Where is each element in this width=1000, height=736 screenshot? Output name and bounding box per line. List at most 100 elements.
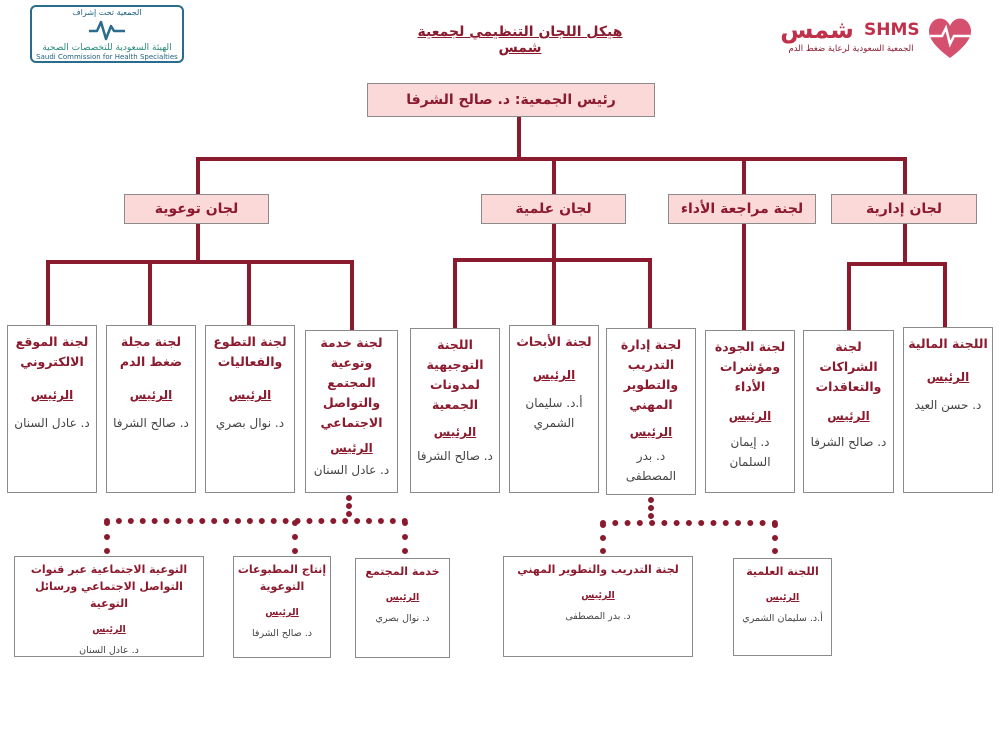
subcommittee-name: لجنة التدريب والتطوير المهني [517, 563, 679, 576]
dotted-connector [104, 518, 408, 524]
connector [517, 117, 521, 159]
connector [46, 260, 50, 325]
subcommittee-head-label: الرئيس [385, 592, 420, 603]
connector [453, 258, 457, 328]
connector [552, 258, 556, 325]
logo-right-latin: SHMS [864, 20, 920, 40]
committee-person: د. عادل السنان [14, 416, 90, 430]
subcommittee-person: د. عادل السنان [79, 645, 139, 656]
connector [552, 224, 556, 260]
committee-name: اللجنة المالية [908, 336, 988, 351]
connector [742, 157, 746, 194]
committee-person: د. صالح الشرفا [417, 449, 493, 463]
committee-research: لجنة الأبحاث الرئيس أ.د. سليمان الشمري [509, 325, 599, 493]
committee-person: د. إيمان السلمان [729, 435, 771, 469]
committee-person: د. صالح الشرفا [113, 416, 189, 430]
committee-name: لجنة إدارة التدريب والتطوير المهني [620, 337, 682, 412]
committee-name: لجنة خدمة وتوعية المجتمع والتواصل الاجتم… [320, 335, 383, 430]
committee-person: د. عادل السنان [313, 463, 390, 477]
connector [148, 260, 152, 325]
heartbeat-icon [89, 20, 125, 41]
subcommittee-head-label: الرئيس [765, 592, 800, 603]
dotted-connector [600, 522, 606, 554]
committee-partnerships: لجنة الشراكات والتعاقدات الرئيس د. صالح … [803, 330, 894, 493]
connector [847, 262, 851, 330]
logo-right-arabic-name: شمس [780, 16, 854, 44]
dotted-connector [772, 522, 778, 554]
committee-head-label: الرئيس [330, 441, 373, 455]
subcommittee-person: د. صالح الشرفا [252, 628, 312, 639]
committee-head-label: الرئيس [433, 425, 477, 439]
subcommittee-head-label: الرئيس [92, 624, 126, 635]
committee-quality: لجنة الجودة ومؤشرات الأداء الرئيس د. إيم… [705, 330, 795, 493]
connector [903, 224, 907, 264]
committee-person: د. حسن العيد [914, 398, 982, 412]
group-performance-review: لجنة مراجعة الأداء [668, 194, 816, 224]
dotted-connector [292, 520, 298, 554]
connector [46, 260, 354, 264]
logo-left-top-text: الجمعية تحت إشراف [72, 8, 142, 17]
committee-head-label: الرئيس [926, 370, 970, 384]
heart-icon [928, 18, 972, 58]
subcommittee-person: أ.د. سليمان الشمري [742, 613, 823, 624]
committee-head-label: الرئيس [129, 388, 173, 402]
subcommittee-name: التوعية الاجتماعية عبر قنوات التواصل الا… [30, 563, 188, 610]
subcommittee-person: د. بدر المصطفى [565, 611, 631, 622]
subcommittee-social-awareness: التوعية الاجتماعية عبر قنوات التواصل الا… [14, 556, 204, 657]
committee-website: لجنة الموقع الالكتروني الرئيس د. عادل ال… [7, 325, 97, 493]
connector [648, 258, 652, 328]
connector [943, 262, 947, 327]
dotted-connector [648, 497, 654, 519]
connector [196, 224, 200, 262]
committee-blogs-steering: اللجنة التوجيهية لمدونات الجمعية الرئيس … [410, 328, 500, 493]
connector [847, 262, 947, 266]
group-administrative: لجان إدارية [831, 194, 977, 224]
connector [196, 157, 200, 194]
dotted-connector [600, 520, 778, 526]
committee-name: لجنة الموقع الالكتروني [15, 334, 89, 369]
committee-person: د. بدر المصطفى [625, 449, 677, 483]
page-title: هيكل اللجان التنظيمي لجمعية شمس [417, 24, 623, 56]
subcommittee-training: لجنة التدريب والتطوير المهني الرئيس د. ب… [503, 556, 693, 657]
president-box: رئيس الجمعية: د. صالح الشرفا [367, 83, 655, 117]
subcommittee-scientific: اللجنة العلمية الرئيس أ.د. سليمان الشمري [733, 558, 832, 656]
connector [196, 157, 906, 161]
committee-head-label: الرئيس [30, 388, 74, 402]
connector [247, 260, 251, 325]
subcommittee-person: د. نوال بصري [375, 613, 430, 624]
logo-left-english: Saudi Commission for Health Specialties [36, 53, 178, 61]
dotted-connector [104, 520, 110, 554]
dotted-connector [346, 495, 352, 517]
committee-name: اللجنة التوجيهية لمدونات الجمعية [426, 337, 484, 412]
committee-community-service: لجنة خدمة وتوعية المجتمع والتواصل الاجتم… [305, 330, 398, 493]
subcommittee-name: إنتاج المطبوعات التوعوية [237, 563, 327, 593]
connector [350, 260, 354, 330]
committee-training-management: لجنة إدارة التدريب والتطوير المهني الرئي… [606, 328, 696, 495]
committee-journal: لجنة مجلة ضغط الدم الرئيس د. صالح الشرفا [106, 325, 196, 493]
group-scientific: لجان علمية [481, 194, 626, 224]
committee-head-label: الرئيس [629, 425, 673, 439]
committee-head-label: الرئيس [228, 388, 272, 402]
connector [552, 157, 556, 194]
committee-head-label: الرئيس [532, 368, 576, 382]
committee-name: لجنة التطوع والفعاليات [213, 334, 287, 369]
committee-finance: اللجنة المالية الرئيس د. حسن العيد [903, 327, 993, 493]
dotted-connector [402, 520, 408, 554]
shms-logo: شمس SHMS الجمعية السعودية لرعاية ضغط الد… [776, 14, 976, 62]
committee-head-label: الرئيس [728, 409, 772, 423]
subcommittee-head-label: الرئيس [265, 607, 299, 618]
logo-left-arabic: الهيئة السعودية للتخصصات الصحية [42, 43, 172, 53]
logo-right-tagline: الجمعية السعودية لرعاية ضغط الدم [788, 44, 914, 54]
committee-head-label: الرئيس [827, 409, 870, 423]
subcommittee-name: خدمة المجتمع [365, 565, 440, 578]
subcommittee-name: اللجنة العلمية [746, 565, 819, 578]
committee-name: لجنة الجودة ومؤشرات الأداء [714, 339, 786, 394]
committee-name: لجنة الأبحاث [516, 334, 592, 349]
committee-person: د. صالح الشرفا [810, 435, 887, 449]
subcommittee-publications: إنتاج المطبوعات التوعوية الرئيس د. صالح … [233, 556, 331, 658]
committee-name: لجنة الشراكات والتعاقدات [815, 339, 882, 394]
scfhs-logo: الجمعية تحت إشراف الهيئة السعودية للتخصص… [30, 5, 184, 63]
subcommittee-head-label: الرئيس [581, 590, 615, 601]
committee-name: لجنة مجلة ضغط الدم [119, 334, 183, 369]
connector [742, 224, 746, 330]
